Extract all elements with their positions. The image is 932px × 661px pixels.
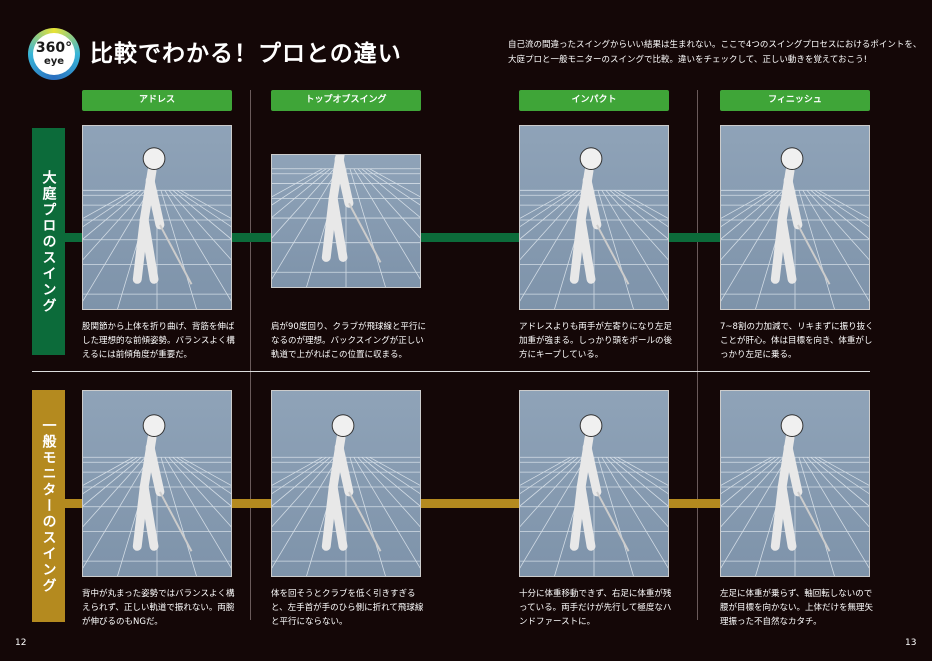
golfer-illustration [83,147,231,309]
column-divider [250,90,251,620]
golfer-illustration [721,414,869,576]
swing-photo [271,154,421,288]
swing-caption: 股関節から上体を折り曲げ、背筋を伸ばした理想的な前傾姿勢。バランスよく構えるには… [82,322,235,360]
swing-caption: 7~8割の力加減で、リキまずに振り抜くことが肝心。体は目標を向き、体重がしっかり… [720,322,874,360]
row-divider [32,371,870,372]
intro-line: 自己流の間違ったスイングからいい結果は生まれない。ここで4つのスイングプロセスに… [508,40,922,50]
phase-header-address: アドレス [82,90,232,111]
golfer-illustration [520,147,668,309]
pro-row-bar [65,233,870,242]
golfer-illustration [520,414,668,576]
phase-header-finish: フィニッシュ [720,90,870,111]
page-number-right: 13 [905,638,917,648]
monitor-row-label: 一般モニターのスイング [32,390,65,622]
pro-row-label: 大庭プロのスイング [32,128,65,355]
swing-caption: 背中が丸まった姿勢ではバランスよく構えられず、正しい軌道で振れない。両腕が伸びる… [82,589,235,627]
page-number-left: 12 [15,638,27,648]
360-eye-logo: 360°eye [28,28,80,80]
column-divider [697,90,698,620]
swing-caption: 体を回そうとクラブを低く引きすぎると、左手首が手のひら側に折れて飛球線と平行にな… [271,589,424,627]
swing-photo [82,125,232,310]
swing-caption: アドレスよりも両手が左寄りになり左足加重が強まる。しっかり頭をボールの後方にキー… [519,322,673,360]
logo-word: eye [43,56,65,67]
golfer-illustration [272,414,420,576]
swing-caption: 左足に体重が乗らず、軸回転しないので腰が目標を向かない。上体だけを無理矢理振った… [720,589,874,627]
golfer-illustration [83,414,231,576]
swing-photo [519,125,669,310]
swing-photo [720,125,870,310]
intro-text: 自己流の間違ったスイングからいい結果は生まれない。ここで4つのスイングプロセスに… [508,38,928,68]
swing-photo [82,390,232,577]
swing-caption: 肩が90度回り、クラブが飛球線と平行になるのが理想。バックスイングが正しい軌道で… [271,322,426,360]
logo-number: 360° [35,40,73,56]
monitor-row-bar [65,499,870,508]
swing-photo [720,390,870,577]
phase-header-impact: インパクト [519,90,669,111]
golfer-illustration [721,147,869,309]
intro-line: 大庭プロと一般モニターのスイングで比較。違いをチェックして、正しい動きを覚えてお… [508,55,868,65]
swing-photo [519,390,669,577]
swing-photo [271,390,421,577]
golfer-illustration [272,155,420,287]
swing-caption: 十分に体重移動できず、右足に体重が残っている。両手だけが先行して極度なハンドファ… [519,589,672,627]
page-title: 比較でわかる！プロとの違い [90,41,402,67]
phase-header-top: トップオブスイング [271,90,421,111]
